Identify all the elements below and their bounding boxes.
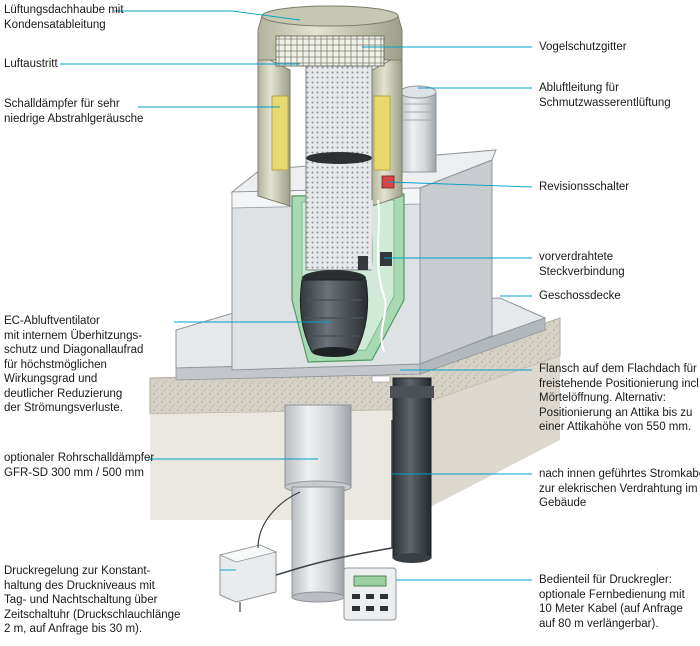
label-line: Lüftungsdachhaube mit	[4, 4, 124, 16]
leader-revisionsschalter	[387, 181, 533, 188]
label-line: Abluftleitung für	[539, 82, 619, 94]
pressure-regulator	[218, 420, 393, 612]
label-line: deutlicher Reduzierung	[4, 387, 123, 400]
label-line: 10 Meter Kabel (auf Anfrage	[539, 603, 683, 615]
label-line: optionale Fernbedienung mit	[539, 588, 685, 601]
label-ec-abluftventilator: EC-Abluftventilator mit internem Überhit…	[4, 314, 174, 416]
label-line: Revisionsschalter	[539, 181, 630, 193]
label-line: Druckregelung zur Konstant-	[4, 565, 151, 577]
label-line: EC-Abluftventilator	[4, 315, 100, 327]
label-lueftungsdachhaube: Lüftungsdachhaube mit Kondensatableitung	[4, 3, 174, 32]
perforated-tube	[305, 59, 373, 271]
label-schalldaempfer: Schalldämpfer für sehr niedrige Abstrahl…	[4, 97, 174, 126]
label-line: Schalldämpfer für sehr	[4, 98, 120, 110]
label-line: für höchstmöglichen	[4, 358, 107, 371]
label-rohrschalldaempfer: optionaler Rohrschalldämpfer GFR-SD 300 …	[4, 451, 174, 480]
pipe-silencer	[284, 404, 352, 603]
vent-pipe	[399, 85, 437, 173]
label-stromkabel: nach innen geführtes Stromkabel zur elek…	[539, 467, 700, 511]
label-druckregelung: Druckregelung zur Konstant- haltung des …	[4, 564, 181, 637]
label-line: Mörtelöffnung. Alternativ:	[539, 392, 666, 404]
label-line: GFR-SD 300 mm / 500 mm	[4, 466, 144, 479]
label-line: Positionierung an Attika bis zu	[539, 406, 693, 419]
leader-lueftungsdachhaube	[114, 10, 301, 21]
label-line: Vogelschutzgitter	[539, 41, 627, 53]
label-line: niedrige Abstrahlgeräusche	[4, 112, 144, 125]
drain-pipe	[390, 377, 434, 563]
label-line: auf 80 m verlängerbar).	[539, 617, 659, 630]
label-line: Kondensatableitung	[4, 18, 106, 31]
label-steckverbindung: vorverdrahtete Steckverbindung	[539, 250, 699, 279]
label-line: Wirkungsgrad und	[4, 373, 98, 385]
label-line: Geschossdecke	[539, 290, 621, 302]
label-geschossdecke: Geschossdecke	[539, 289, 699, 304]
label-line: haltung des Druckniveaus mit	[4, 579, 155, 592]
label-line: optionaler Rohrschalldämpfer	[4, 452, 155, 464]
remote-control	[343, 567, 397, 621]
label-abluftleitung: Abluftleitung für Schmutzwasserentlüftun…	[539, 81, 699, 110]
label-luftaustritt: Luftaustritt	[4, 57, 174, 72]
label-line: Flansch auf dem Flachdach für	[539, 363, 697, 375]
label-line: Schmutzwasserentlüftung	[539, 96, 671, 109]
ec-fan	[299, 270, 369, 357]
label-line: Steckverbindung	[539, 265, 625, 278]
label-line: mit internem Überhitzungs-	[4, 329, 143, 342]
label-flansch: Flansch auf dem Flachdach für freistehen…	[539, 362, 700, 435]
label-line: Luftaustritt	[4, 58, 58, 70]
label-line: freistehende Positionierung incl.	[539, 377, 700, 390]
label-line: Tag- und Nachtschaltung über	[4, 594, 158, 606]
label-vogelschutzgitter: Vogelschutzgitter	[539, 40, 699, 55]
label-line: 2 m, auf Anfrage bis 30 m).	[4, 623, 143, 635]
label-line: Bedienteil für Druckregler:	[539, 574, 672, 586]
silencer-hood	[257, 5, 403, 207]
label-line: schutz und Diagonallaufrad	[4, 344, 144, 356]
label-line: einer Attikahöhe von 550 mm.	[539, 421, 692, 433]
leader-lines	[60, 10, 533, 581]
wiring	[358, 175, 395, 353]
label-line: vorverdrahtete	[539, 251, 614, 263]
label-line: der Strömungsverluste.	[4, 402, 123, 414]
label-line: nach innen geführtes Stromkabel	[539, 468, 700, 480]
label-line: Gebäude	[539, 497, 587, 509]
label-line: Zeitschaltuhr (Druckschlauchlänge	[4, 608, 181, 621]
label-bedienteil: Bedienteil für Druckregler: optionale Fe…	[539, 573, 699, 631]
label-line: zur elekrischen Verdrahtung im	[539, 482, 698, 495]
label-revisionsschalter: Revisionsschalter	[539, 180, 699, 195]
